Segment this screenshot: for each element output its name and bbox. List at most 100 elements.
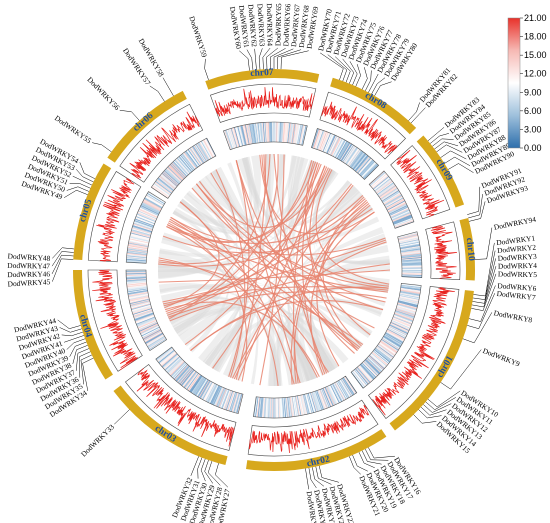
heatmap-cell (142, 328, 161, 339)
heatmap-cell (130, 231, 151, 238)
heatmap-cell (132, 307, 152, 315)
heatmap-cell (136, 215, 156, 224)
heatmap-frame (397, 231, 423, 279)
heatmap-frame (125, 269, 168, 352)
collinearity-link (179, 201, 295, 385)
heatmap-cell (401, 254, 422, 258)
heatmap-cell (398, 297, 419, 303)
gene-connector (349, 61, 358, 86)
gene-connector (52, 258, 74, 282)
heatmap-cell (127, 287, 148, 292)
chromosome-arc (113, 385, 228, 466)
heatmap-cell (170, 163, 186, 179)
heatmap-cell (175, 158, 190, 175)
heatmap-cell (377, 344, 395, 358)
heatmap-cell (364, 359, 380, 375)
heatmap-cell (376, 345, 394, 359)
heatmap-cell (128, 240, 149, 246)
gene-connector (432, 138, 454, 147)
heatmap-cell (397, 303, 417, 310)
heatmap-cell (390, 209, 410, 219)
heatmap-cell (284, 397, 287, 418)
heatmap-cell (289, 396, 293, 417)
heatmap-cell (363, 164, 379, 180)
heatmap-cell (338, 142, 350, 160)
heatmap-cell (142, 329, 161, 340)
heatmap-cell (374, 178, 391, 192)
gene-connector (315, 466, 332, 485)
gene-connector (361, 450, 382, 465)
heatmap-cell (221, 389, 230, 409)
heatmap-cell (315, 130, 324, 150)
background-ribbon (186, 168, 334, 227)
legend-tick-label: 12.00 (524, 69, 547, 79)
heatmap-cell (397, 301, 418, 308)
heatmap-cell (386, 199, 405, 210)
gene-connector (63, 189, 88, 198)
heatmap-cell (126, 281, 147, 284)
gene-connector (305, 468, 309, 490)
heatmap-cell (174, 364, 189, 380)
heatmap-frame (311, 128, 380, 180)
heatmap-cell (361, 161, 376, 177)
heatmap-cell (386, 330, 405, 342)
heatmap-cell (382, 190, 400, 203)
heatmap-cell (374, 348, 392, 362)
heatmap-cell (370, 353, 386, 368)
heatmap-cell (191, 146, 204, 164)
heatmap-cell (285, 397, 288, 418)
heatmap-cell (128, 294, 149, 300)
heatmap-cell (173, 161, 188, 177)
heatmap-cell (361, 363, 376, 379)
gene-connector (52, 247, 75, 259)
heatmap-cell (158, 176, 176, 190)
heatmap-cell (293, 396, 298, 417)
heatmap-cell (398, 235, 419, 241)
gene-connector (358, 452, 375, 469)
background-ribbon (209, 170, 327, 376)
heatmap-cell (228, 391, 236, 412)
heatmap-cell (179, 368, 193, 385)
heatmap-cell (307, 393, 314, 413)
gene-connector (320, 52, 344, 81)
gene-connector (408, 102, 420, 121)
chromosome-label: chr02 (306, 454, 331, 469)
heatmap-cell (156, 178, 174, 192)
collinearity-link (212, 162, 318, 369)
background-ribbon (241, 156, 278, 386)
gene-connector (72, 175, 92, 186)
heatmap-cell (166, 358, 182, 373)
legend-color-bar (507, 17, 521, 149)
heatmap-cell (228, 128, 236, 149)
heatmap-cell (391, 211, 411, 221)
legend-tick-label: 0.00 (524, 143, 542, 153)
gene-connector (471, 273, 497, 311)
heatmap-cell (131, 303, 151, 310)
heatmap-cell (398, 236, 419, 243)
heatmap-cell (176, 157, 191, 174)
heatmap-cell (255, 122, 260, 143)
heatmap-cell (126, 273, 147, 276)
heatmap-cell (218, 388, 227, 408)
gene-connector (335, 56, 351, 83)
chromosome-label: chr01 (435, 354, 455, 379)
background-ribbon (212, 312, 364, 373)
heatmap-cell (375, 180, 393, 194)
heatmap-cell (316, 390, 325, 410)
gene-connector (273, 48, 294, 69)
heatmap-cell (277, 122, 280, 143)
heatmap-cell (131, 303, 151, 310)
heatmap-cell (205, 383, 216, 402)
collinearity-link (158, 160, 313, 265)
heatmap-cell (169, 360, 185, 376)
gene-connector (76, 169, 94, 183)
heatmap-cell (293, 123, 298, 144)
heatmap-cell (369, 354, 386, 369)
heatmap-cell (401, 275, 422, 278)
heatmap-cell (132, 224, 153, 232)
heatmap-cell (136, 213, 156, 223)
heatmap-cell (186, 373, 199, 390)
heatmap-cell (391, 210, 410, 220)
gene-connector (204, 58, 209, 81)
heatmap-cell (255, 123, 259, 144)
